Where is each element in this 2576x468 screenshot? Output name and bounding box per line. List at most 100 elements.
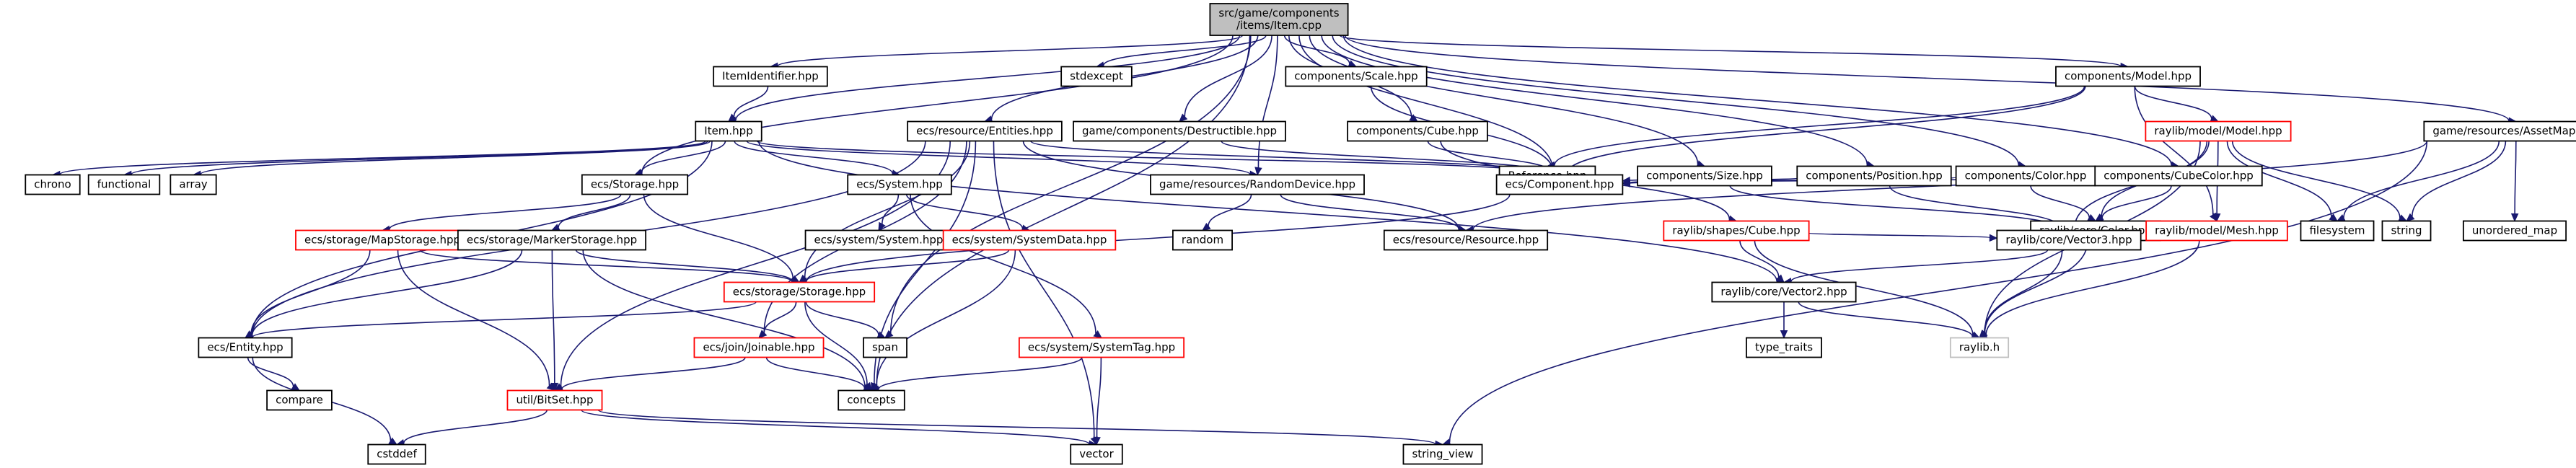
edge-arrowhead bbox=[2329, 213, 2338, 222]
edge-item-to-randomdevice bbox=[746, 140, 1259, 179]
node-entities[interactable]: ecs/resource/Entities.hpp bbox=[907, 120, 1063, 142]
edge-ecsentity-to-compare bbox=[247, 357, 301, 392]
node-syssystem[interactable]: ecs/system/System.hpp bbox=[804, 229, 953, 251]
node-box bbox=[25, 174, 81, 195]
node-stdexcept[interactable]: stdexcept bbox=[1060, 66, 1133, 87]
edge-ecssystem-to-systemtag bbox=[910, 194, 1102, 339]
node-label: Item.hpp bbox=[704, 125, 752, 138]
edge-ecsstorage-to-markerstorage bbox=[550, 194, 631, 231]
node-cposition[interactable]: components/Position.hpp bbox=[1796, 165, 1952, 187]
node-compare[interactable]: compare bbox=[266, 389, 333, 411]
node-markerstorage[interactable]: ecs/storage/MarkerStorage.hpp bbox=[457, 229, 647, 251]
node-vector3[interactable]: raylib/core/Vector3.hpp bbox=[1996, 229, 2142, 251]
node-box bbox=[1402, 443, 1483, 465]
edge-line bbox=[2226, 141, 2332, 217]
edge-line bbox=[2231, 141, 2401, 218]
node-assetmap[interactable]: game/resources/AssetMap.hpp bbox=[2423, 120, 2576, 142]
edge-rlcube-to-vector2 bbox=[1739, 240, 1785, 283]
node-cstddef[interactable]: cstddef bbox=[367, 443, 426, 465]
node-box bbox=[2094, 165, 2263, 187]
edge-line bbox=[1096, 357, 1102, 438]
node-box bbox=[804, 229, 953, 251]
node-ecsentity[interactable]: ecs/Entity.hpp bbox=[198, 337, 293, 358]
node-label: util/BitSet.hpp bbox=[516, 394, 593, 407]
node-systemdata[interactable]: ecs/system/SystemData.hpp bbox=[942, 229, 1117, 251]
node-label: ecs/Entity.hpp bbox=[207, 341, 283, 354]
node-label: unordered_map bbox=[2472, 224, 2557, 238]
edge-line bbox=[777, 35, 1244, 67]
edge-line bbox=[733, 86, 769, 117]
node-label: components/Cube.hpp bbox=[1356, 125, 1479, 138]
node-cscale[interactable]: components/Scale.hpp bbox=[1285, 66, 1428, 87]
node-item[interactable]: Item.hpp bbox=[695, 120, 762, 142]
edge-root-to-randomdevice bbox=[1254, 35, 1278, 176]
node-systemtag[interactable]: ecs/system/SystemTag.hpp bbox=[1018, 337, 1185, 358]
node-filesystem[interactable]: filesystem bbox=[2300, 220, 2375, 242]
edge-arrowhead bbox=[1780, 330, 1788, 339]
edge-vector3-to-vector2 bbox=[1782, 249, 2049, 286]
node-label: game/components/Destructible.hpp bbox=[1082, 125, 1277, 138]
node-rlcube[interactable]: raylib/shapes/Cube.hpp bbox=[1663, 220, 1810, 242]
edge-entities-to-ecscomponent bbox=[1030, 140, 1561, 179]
node-box bbox=[2462, 220, 2567, 242]
node-functional[interactable]: functional bbox=[87, 174, 161, 195]
edge-line bbox=[2134, 86, 2212, 119]
node-vector[interactable]: vector bbox=[1070, 443, 1123, 465]
node-box bbox=[1383, 229, 1549, 251]
node-box bbox=[1746, 337, 1822, 358]
node-resource[interactable]: ecs/resource/Resource.hpp bbox=[1383, 229, 1549, 251]
node-randomdevice[interactable]: game/resources/RandomDevice.hpp bbox=[1150, 174, 1365, 195]
node-label: components/Size.hpp bbox=[1646, 169, 1763, 182]
node-chrono[interactable]: chrono bbox=[25, 174, 81, 195]
node-storagestorage[interactable]: ecs/storage/Storage.hpp bbox=[723, 281, 876, 303]
node-type_traits[interactable]: type_traits bbox=[1746, 337, 1822, 358]
edge-line bbox=[876, 35, 1251, 386]
node-array[interactable]: array bbox=[170, 174, 217, 195]
node-bitset[interactable]: util/BitSet.hpp bbox=[506, 389, 603, 411]
node-unordered_map[interactable]: unordered_map bbox=[2462, 220, 2567, 242]
edge-ecssystem-to-systemdata bbox=[905, 194, 1031, 232]
edge-line bbox=[582, 250, 866, 388]
node-rlmodel[interactable]: raylib/model/Model.hpp bbox=[2145, 120, 2292, 142]
edge-markerstorage-to-concepts bbox=[582, 250, 873, 392]
edge-line bbox=[1321, 35, 1868, 165]
edge-line bbox=[1208, 194, 1252, 226]
node-root[interactable]: src/game/components/items/Item.cpp bbox=[1209, 3, 1349, 36]
node-concepts[interactable]: concepts bbox=[838, 389, 905, 411]
node-ecsstorage[interactable]: ecs/Storage.hpp bbox=[581, 174, 689, 195]
edge-arrowhead bbox=[1179, 113, 1188, 123]
edge-line bbox=[763, 301, 797, 333]
node-random[interactable]: random bbox=[1172, 229, 1233, 251]
node-ecssystem[interactable]: ecs/System.hpp bbox=[847, 174, 952, 195]
node-ccolor[interactable]: components/Color.hpp bbox=[1955, 165, 2096, 187]
node-string_view[interactable]: string_view bbox=[1402, 443, 1483, 465]
edge-root-to-ccubecolor bbox=[1342, 35, 2180, 169]
node-itemidentifier[interactable]: ItemIdentifier.hpp bbox=[713, 66, 828, 87]
node-label: compare bbox=[276, 394, 323, 407]
edge-root-to-ecscomponent bbox=[1298, 35, 1561, 176]
node-label: raylib.h bbox=[1959, 341, 2000, 354]
node-cmodel[interactable]: components/Model.hpp bbox=[2055, 66, 2201, 87]
node-destructible[interactable]: game/components/Destructible.hpp bbox=[1073, 120, 1286, 142]
node-joinable[interactable]: ecs/join/Joinable.hpp bbox=[693, 337, 825, 358]
node-string[interactable]: string bbox=[2381, 220, 2432, 242]
edge-line bbox=[1798, 301, 1973, 337]
edge-line bbox=[2134, 86, 2214, 215]
node-csize[interactable]: components/Size.hpp bbox=[1637, 165, 1772, 187]
node-ccubecolor[interactable]: components/CubeColor.hpp bbox=[2094, 165, 2263, 187]
node-vector2[interactable]: raylib/core/Vector2.hpp bbox=[1711, 281, 1857, 303]
edge-line bbox=[561, 357, 746, 390]
node-box bbox=[367, 443, 426, 465]
edge-storagestorage-to-joinable bbox=[758, 301, 797, 339]
node-label: /items/Item.cpp bbox=[1236, 19, 1322, 32]
node-label: ecs/Storage.hpp bbox=[591, 178, 679, 191]
node-ecscomponent[interactable]: ecs/Component.hpp bbox=[1495, 174, 1624, 195]
node-span[interactable]: span bbox=[863, 337, 907, 358]
edge-root-to-destructible bbox=[1179, 35, 1272, 123]
node-box bbox=[693, 337, 825, 358]
edge-line bbox=[876, 250, 1016, 386]
edge-arrowhead bbox=[1775, 274, 1785, 283]
node-rlmesh[interactable]: raylib/model/Mesh.hpp bbox=[2145, 220, 2288, 242]
node-mapstorage[interactable]: ecs/storage/MapStorage.hpp bbox=[295, 229, 470, 251]
node-ccube[interactable]: components/Cube.hpp bbox=[1347, 120, 1488, 142]
